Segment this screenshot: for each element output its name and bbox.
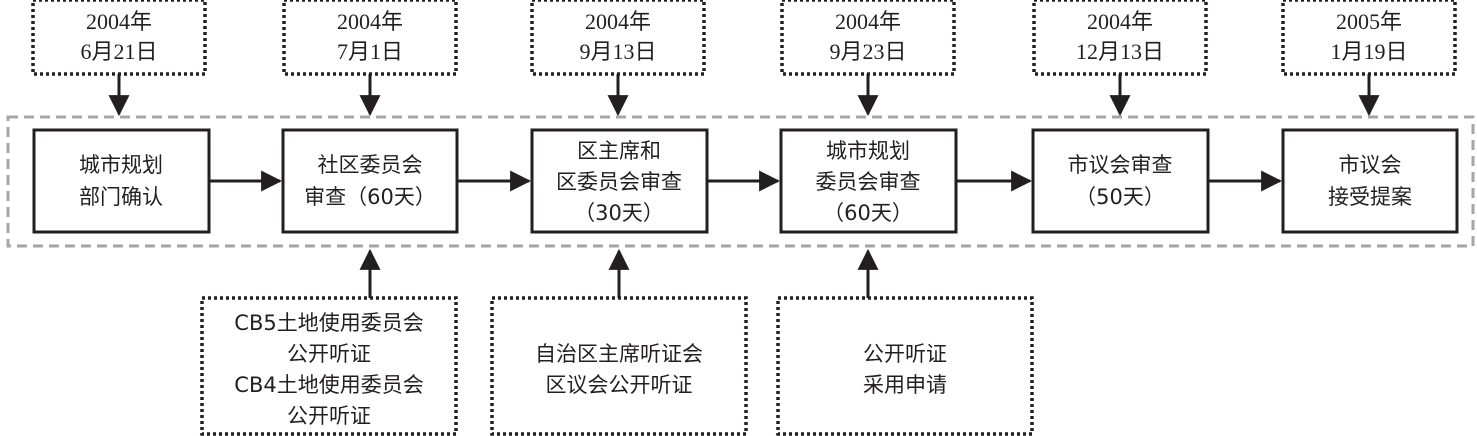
date-box-2: 2004年 7月1日 [282, 0, 458, 76]
hearing-line: 公开听证 [287, 342, 371, 366]
hearing-box-1: CB5土地使用委员会 公开听证 CB4土地使用委员会 公开听证 [200, 296, 458, 436]
step-line: 社区委员会 [318, 153, 423, 177]
step-line: 城市规划 [79, 153, 163, 177]
date-box-3: 2004年 9月13日 [530, 0, 706, 76]
step-line: 部门确认 [79, 185, 163, 209]
step-box-3: 区主席和 区委员会审查 （30天） [530, 128, 709, 234]
step-line: 市议会 [1339, 153, 1402, 177]
date-year: 2004年 [585, 9, 651, 34]
date-day: 7月1日 [337, 39, 403, 64]
step-box-6: 市议会 接受提案 [1281, 128, 1459, 234]
step-box-1: 城市规划 部门确认 [32, 128, 211, 234]
hearing-line: CB4土地使用委员会 [234, 373, 423, 397]
step-line: （50天） [1075, 185, 1165, 209]
date-year: 2005年 [1336, 9, 1402, 34]
date-day: 12月13日 [1076, 39, 1164, 64]
hearing-line: 公开听证 [287, 404, 371, 428]
hearing-line: 公开听证 [863, 342, 947, 366]
date-box-1: 2004年 6月21日 [31, 0, 207, 76]
hearing-line: 采用申请 [863, 373, 947, 397]
process-frame [6, 115, 1475, 248]
step-line: （30天） [574, 201, 664, 225]
date-year: 2004年 [86, 9, 152, 34]
step-line: 区主席和 [577, 139, 661, 163]
hearing-box-3: 公开听证 采用申请 [776, 296, 1034, 436]
step-line: （60天） [823, 201, 913, 225]
step-line: 委员会审查 [816, 170, 921, 194]
date-day: 1月19日 [1330, 39, 1407, 64]
step-line: 城市规划 [826, 139, 910, 163]
hearing-box-2: 自治区主席听证会 区议会公开听证 [490, 296, 748, 436]
step-box-4: 城市规划 委员会审查 （60天） [779, 128, 958, 234]
step-line: 区委员会审查 [556, 170, 682, 194]
step-box-2: 社区委员会 审查（60天） [281, 128, 459, 234]
step-line: 市议会审查 [1068, 153, 1173, 177]
date-box-5: 2004年 12月13日 [1032, 0, 1208, 76]
step-box-5: 市议会审查 （50天） [1031, 128, 1210, 234]
hearing-line: CB5土地使用委员会 [234, 311, 423, 335]
hearing-line: 自治区主席听证会 [535, 342, 703, 366]
date-year: 2004年 [835, 9, 901, 34]
date-day: 9月23日 [829, 39, 906, 64]
date-box-4: 2004年 9月23日 [780, 0, 956, 76]
hearing-line: 区议会公开听证 [546, 373, 693, 397]
step-line: 接受提案 [1328, 185, 1412, 209]
step-line: 审查（60天） [304, 185, 436, 209]
date-day: 6月21日 [80, 39, 157, 64]
date-box-6: 2005年 1月19日 [1281, 0, 1457, 76]
date-year: 2004年 [337, 9, 403, 34]
date-year: 2004年 [1087, 9, 1153, 34]
date-day: 9月13日 [579, 39, 656, 64]
